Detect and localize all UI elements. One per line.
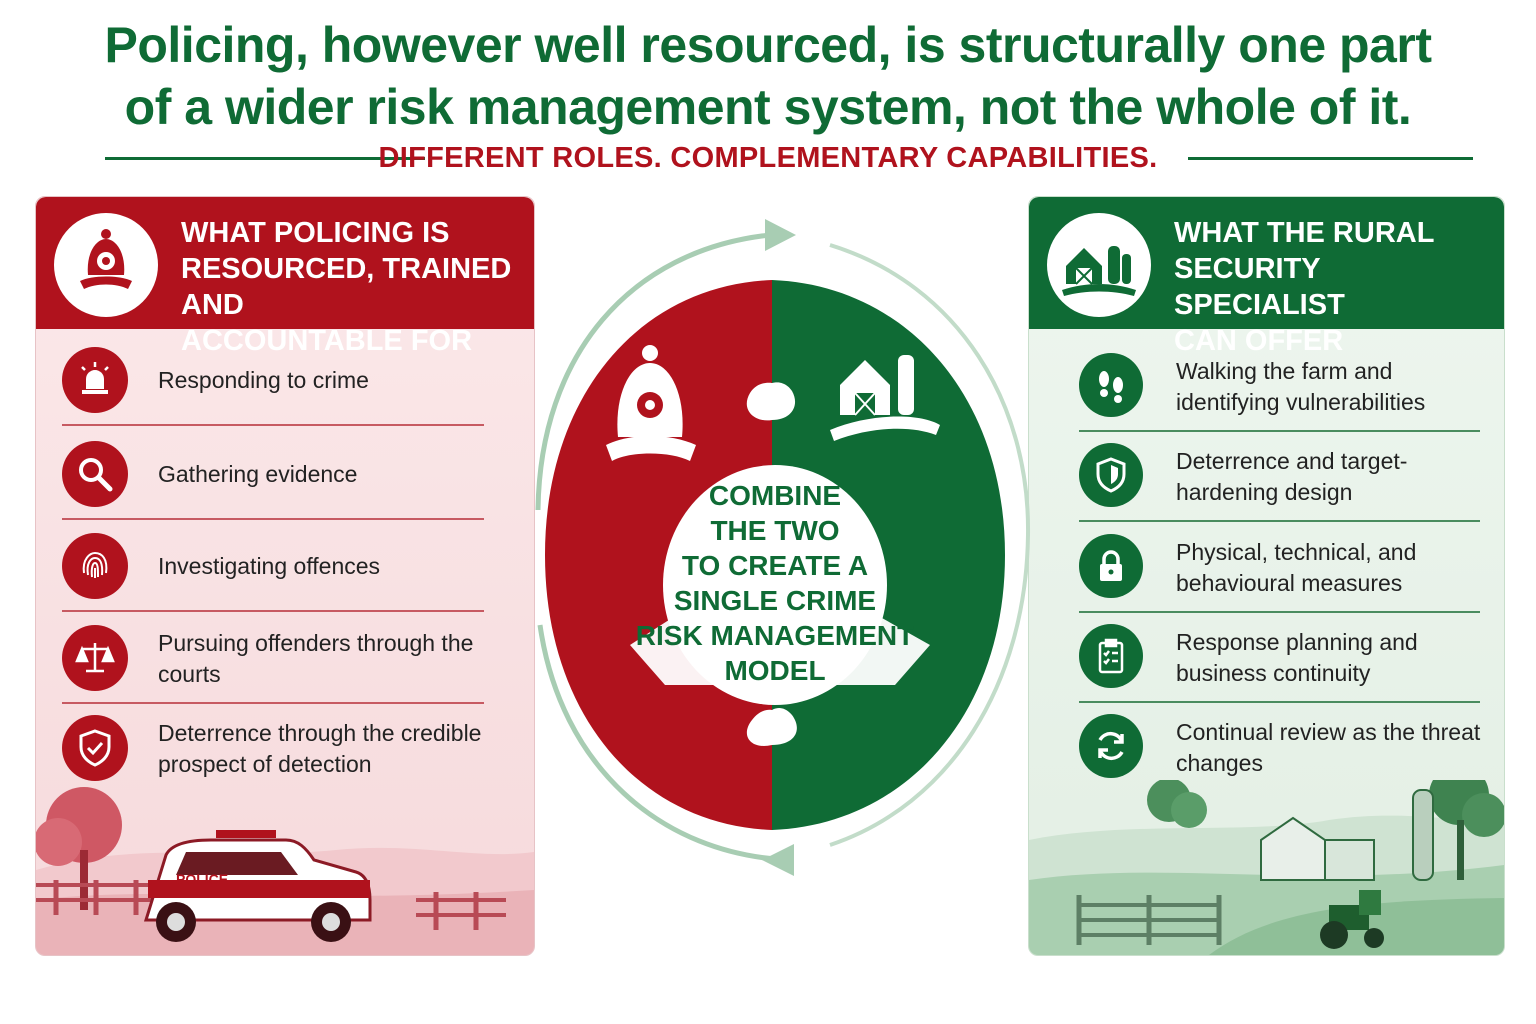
- fingerprint-icon: [62, 533, 128, 599]
- cycle-arrow-right: [829, 243, 1031, 847]
- divider: [1079, 430, 1480, 432]
- title-line: CAN OFFER: [1174, 325, 1344, 357]
- title-line: WHAT THE RURAL: [1174, 217, 1435, 249]
- divider-right: [1188, 157, 1473, 160]
- list-item: Walking the farm and identifying vulnera…: [1029, 341, 1504, 432]
- list-item: Gathering evidence: [36, 429, 534, 520]
- item-text: Deterrence through the credible prospect…: [158, 719, 482, 777]
- subheading: DIFFERENT ROLES. COMPLEMENTARY CAPABILIT…: [378, 142, 1158, 174]
- rural-security-panel-title: WHAT THE RURAL SECURITY SPECIALIST CAN O…: [1174, 215, 1494, 359]
- item-text: Continual review as the threat changes: [1176, 718, 1481, 776]
- list-item: Responding to crime: [36, 335, 534, 426]
- caption-line: COMBINE: [708, 480, 842, 511]
- farm-barn-icon: [1047, 213, 1151, 317]
- list-item: Continual review as the threat changes: [1029, 702, 1504, 793]
- scales-icon: [62, 625, 128, 691]
- item-text: Pursuing offenders through the courts: [158, 629, 474, 687]
- rural-security-panel: WHAT THE RURAL SECURITY SPECIALIST CAN O…: [1028, 196, 1505, 956]
- title-line: WHAT POLICING IS: [181, 217, 450, 249]
- refresh-cycle-icon: [1079, 714, 1143, 778]
- arrowhead-icon: [765, 219, 796, 251]
- divider: [1079, 611, 1480, 613]
- clipboard-checklist-icon: [1079, 624, 1143, 688]
- cycle-arrow-bottom: [537, 624, 791, 863]
- police-car-countryside-scene: POLICE: [36, 780, 534, 955]
- padlock-icon: [1079, 534, 1143, 598]
- divider: [62, 424, 484, 426]
- item-text: Investigating offences: [158, 553, 381, 579]
- item-text: Physical, technical, and behavioural mea…: [1176, 538, 1417, 596]
- police-helmet-icon: [54, 213, 158, 317]
- list-item: Physical, technical, and behavioural mea…: [1029, 522, 1504, 613]
- title-line: RESOURCED, TRAINED AND: [181, 253, 512, 321]
- policing-panel: WHAT POLICING IS RESOURCED, TRAINED AND …: [35, 196, 535, 956]
- policing-panel-header: WHAT POLICING IS RESOURCED, TRAINED AND …: [36, 197, 534, 357]
- divider: [62, 610, 484, 612]
- caption-line: THE TWO: [710, 515, 840, 546]
- caption-line: SINGLE CRIME: [673, 585, 877, 616]
- divider-left: [105, 157, 425, 160]
- list-item: Deterrence and target-hardening design: [1029, 431, 1504, 522]
- magnifier-icon: [62, 441, 128, 507]
- shield-icon: [1079, 443, 1143, 507]
- caption-line: RISK MANAGEMENT: [635, 620, 915, 651]
- combined-model-diagram: [500, 205, 1060, 895]
- divider: [62, 518, 484, 520]
- rural-puzzle-half: [772, 280, 1005, 830]
- divider: [1079, 701, 1480, 703]
- rural-security-panel-header: WHAT THE RURAL SECURITY SPECIALIST CAN O…: [1029, 197, 1504, 357]
- title-line: ACCOUNTABLE FOR: [181, 325, 473, 357]
- footprints-icon: [1079, 353, 1143, 417]
- caption-line: TO CREATE A: [681, 550, 869, 581]
- list-item: Response planning and business continuit…: [1029, 612, 1504, 703]
- arrowhead-icon: [762, 844, 794, 876]
- police-helmet-icon: [606, 345, 696, 461]
- item-text: Gathering evidence: [158, 461, 358, 487]
- divider: [62, 702, 484, 704]
- list-item: Investigating offences: [36, 521, 534, 612]
- list-item: Pursuing offenders through the courts: [36, 613, 534, 704]
- farm-countryside-scene: [1029, 765, 1504, 955]
- farm-barn-icon: [830, 355, 940, 441]
- item-text: Walking the farm and identifying vulnera…: [1176, 357, 1426, 415]
- headline: Policing, however well resourced, is str…: [0, 14, 1536, 138]
- policing-puzzle-half: [545, 280, 772, 830]
- shield-check-icon: [62, 715, 128, 781]
- divider: [1079, 520, 1480, 522]
- item-text: Deterrence and target-hardening design: [1176, 447, 1408, 505]
- title-line: SECURITY SPECIALIST: [1174, 253, 1345, 321]
- list-item: Deterrence through the credible prospect…: [36, 703, 534, 794]
- policing-panel-title: WHAT POLICING IS RESOURCED, TRAINED AND …: [181, 215, 521, 359]
- car-label: POLICE: [176, 871, 228, 887]
- item-text: Responding to crime: [158, 367, 369, 393]
- headline-line-1: Policing, however well resourced, is str…: [104, 17, 1432, 73]
- item-text: Response planning and business continuit…: [1176, 628, 1418, 686]
- cycle-arrow-top: [535, 232, 771, 511]
- siren-icon: [62, 347, 128, 413]
- caption-line: MODEL: [724, 655, 826, 686]
- combined-model-caption: COMBINE THE TWO TO CREATE A SINGLE CRIME…: [615, 478, 935, 688]
- headline-line-2: of a wider risk management system, not t…: [124, 79, 1412, 135]
